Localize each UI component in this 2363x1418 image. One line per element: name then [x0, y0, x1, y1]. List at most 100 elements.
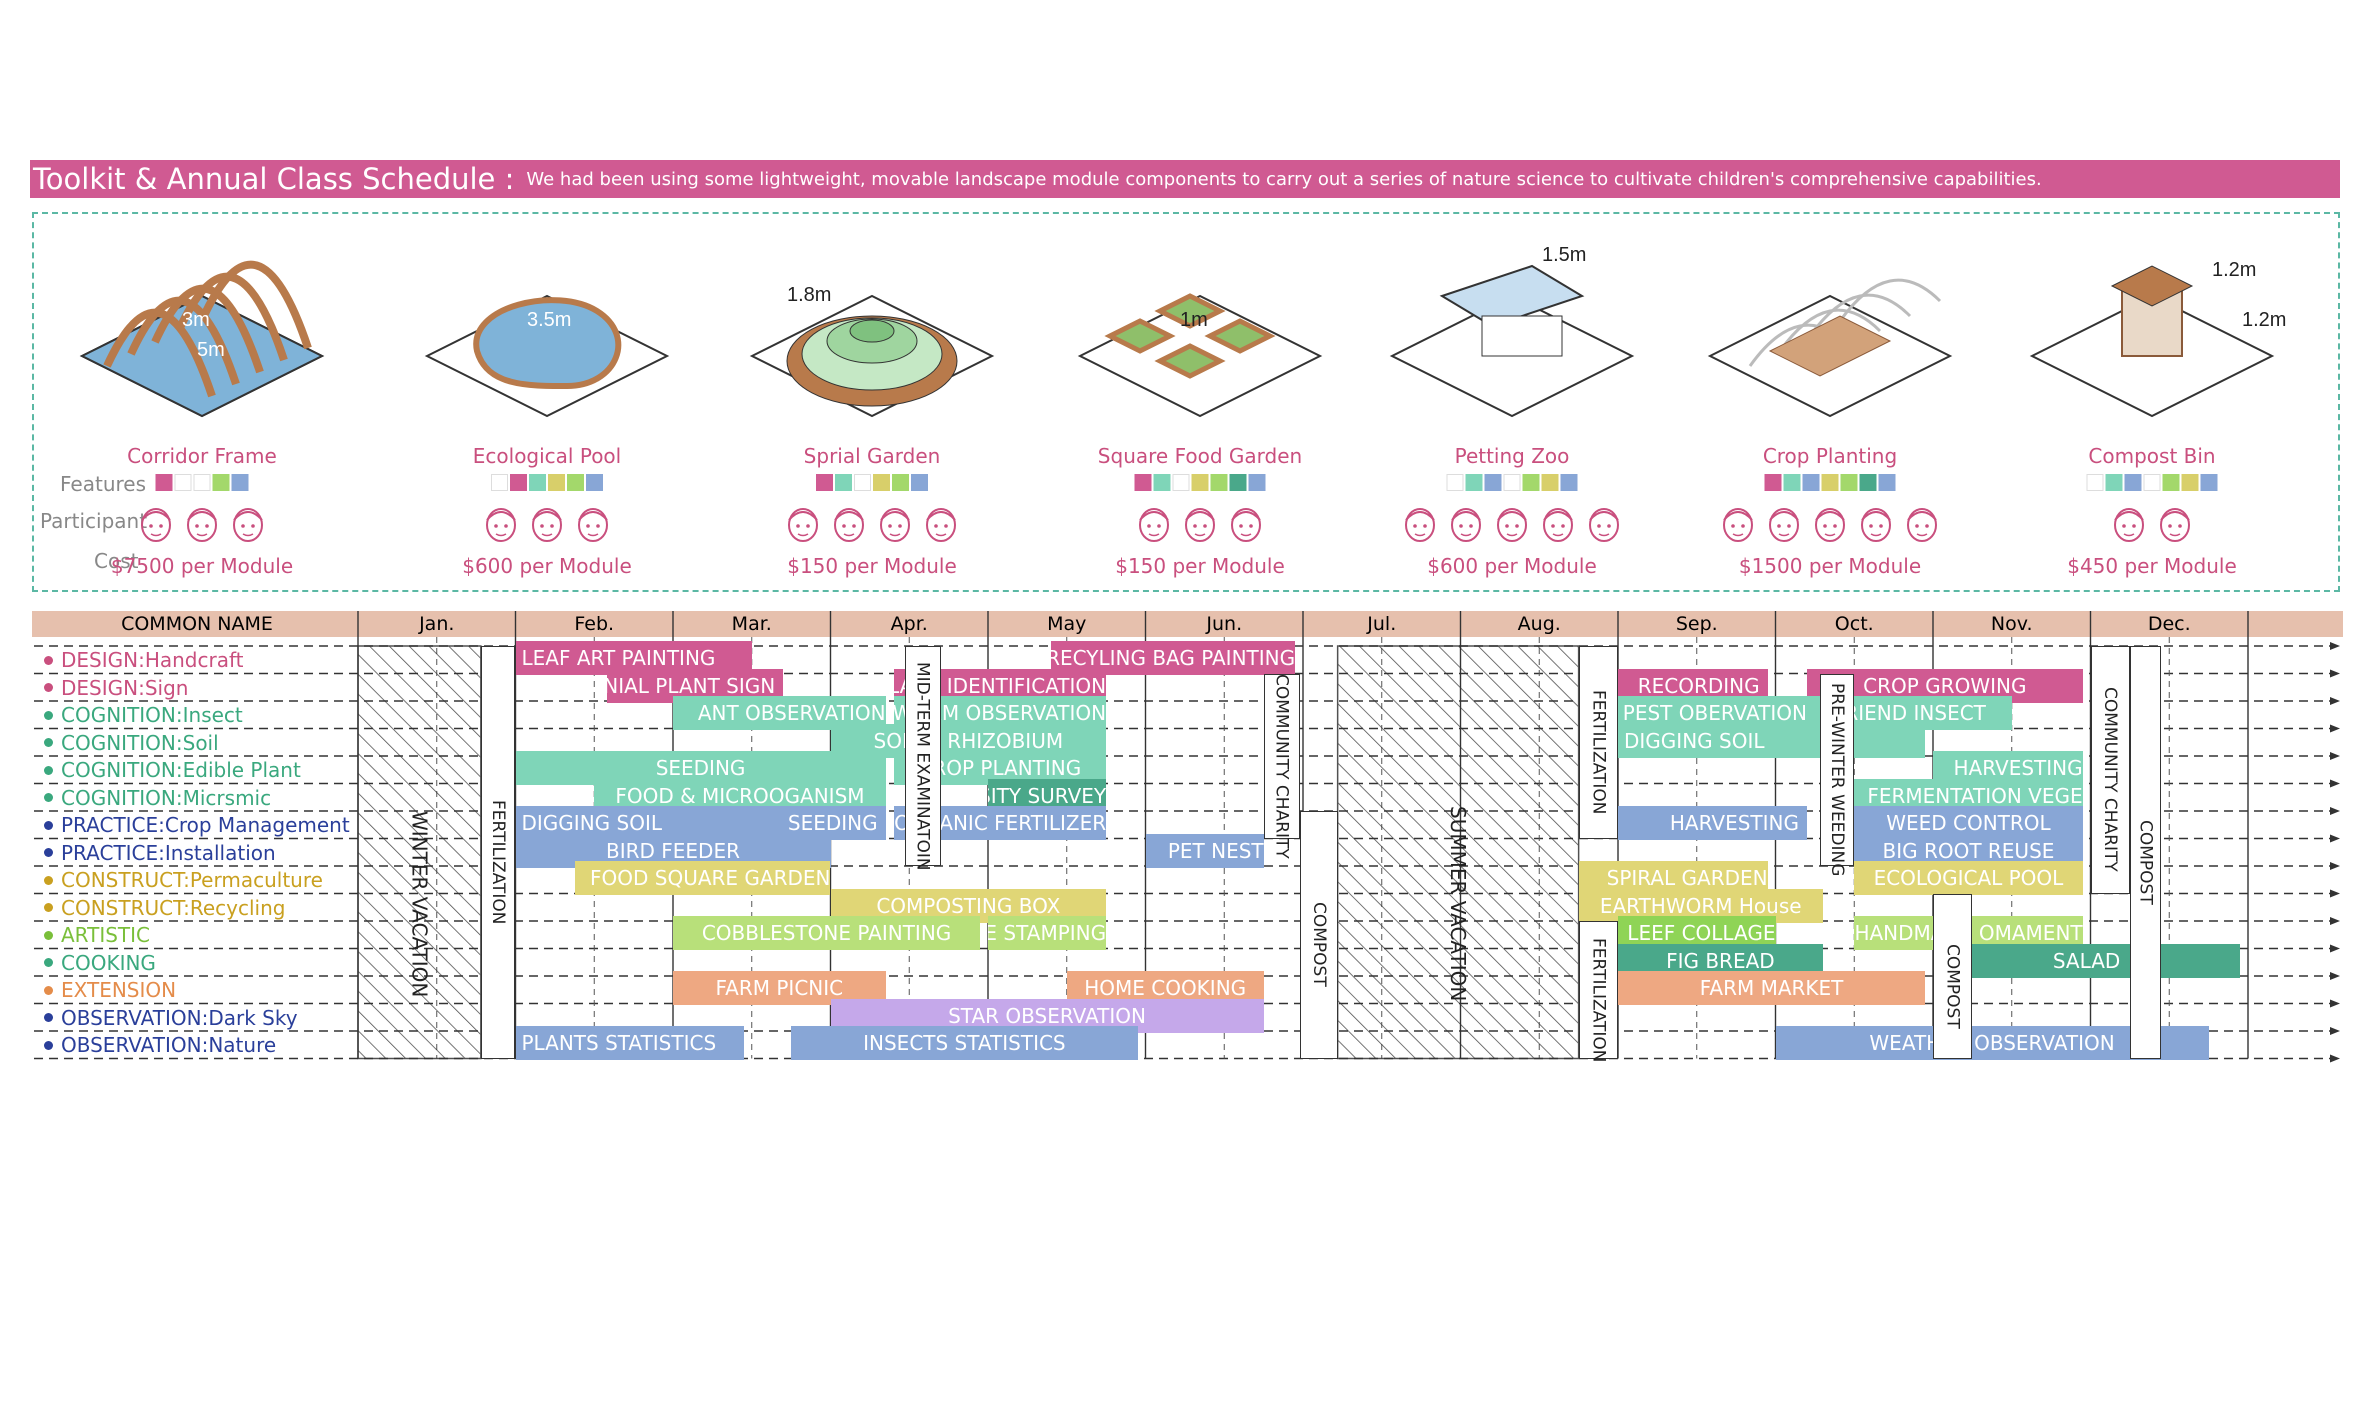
category-label: DESIGN:Handcraft — [44, 647, 244, 673]
activity-label: STAR OBSERVATION — [948, 1003, 1146, 1028]
toolkit-label-participant: Participant — [40, 509, 148, 533]
feature-swatch — [1134, 474, 1152, 491]
feature-swatch — [2181, 474, 2199, 491]
activity-label: WEED CONTROL — [1886, 811, 2051, 835]
vertical-event-label: MID-TERM EXAMINATOIN — [912, 661, 933, 871]
month-header: Jul. — [1367, 613, 1397, 635]
feature-swatch — [529, 474, 546, 491]
category-name: PRACTICE:Installation — [61, 840, 276, 865]
person-face-icon — [233, 508, 263, 542]
row-arrow-icon — [2330, 669, 2340, 678]
feature-swatch — [212, 474, 230, 491]
module-name: Ecological Pool — [472, 444, 622, 468]
activity-bar: RECYLING BAG PAINTING — [1051, 641, 1296, 675]
feature-swatch — [567, 474, 584, 491]
category-dot-icon — [44, 710, 53, 720]
activity-label: PLANT JUICE STAMPING — [988, 921, 1107, 945]
vertical-event-label: SUMMER VACATION — [1446, 806, 1471, 1002]
module-name: Petting Zoo — [1454, 444, 1570, 468]
person-face-icon — [788, 508, 818, 542]
person-face-icon — [578, 508, 608, 542]
toolkit-label-features: Features — [60, 472, 146, 496]
month-header: Dec. — [2147, 613, 2191, 635]
feature-swatch — [548, 474, 565, 491]
feature-swatches — [491, 474, 603, 491]
month-header: Jun. — [1206, 613, 1243, 635]
activity-label: FERMENTATION VEGE — [1867, 783, 2083, 808]
participant-icons — [1680, 500, 1980, 546]
participant-icons — [52, 500, 352, 546]
activity-bar: HARVESTING — [1618, 806, 1807, 840]
dimension-label: 1.8m — [787, 284, 831, 306]
module-cost: $450 per Module — [2067, 554, 2237, 578]
feature-swatch — [2162, 474, 2180, 491]
module-name: Crop Planting — [1762, 444, 1898, 468]
person-face-icon — [1451, 508, 1481, 542]
category-name: CONSTRUCT:Recycling — [61, 895, 286, 920]
category-dot-icon — [44, 985, 53, 995]
vertical-event-label: WINTER VACATION — [407, 810, 432, 997]
feature-swatch — [2124, 474, 2142, 491]
category-label: CONSTRUCT:Permaculture — [44, 867, 323, 893]
feature-swatch — [2086, 474, 2104, 491]
category-name: COGNITION:Soil — [61, 730, 219, 755]
feature-swatch — [1560, 474, 1578, 491]
activity-label: HARVESTING — [1953, 756, 2083, 780]
feature-swatch — [1172, 474, 1190, 491]
activity-label: PEST OBERVATION — [1622, 701, 1807, 725]
feature-swatches — [1446, 474, 1578, 491]
feature-swatches — [2086, 474, 2218, 491]
feature-swatch — [1465, 474, 1483, 491]
feature-swatch — [1484, 474, 1502, 491]
event-column — [904, 646, 941, 866]
module-name: Sprial Garden — [803, 444, 941, 468]
feature-swatch — [2200, 474, 2218, 491]
module-illustration: 1.5m — [1389, 244, 1635, 418]
category-dot-icon — [44, 930, 53, 940]
month-header: Jan. — [419, 613, 455, 635]
feature-swatch — [510, 474, 527, 491]
feature-swatch — [2143, 474, 2161, 491]
event-column — [480, 646, 516, 1059]
category-name: DESIGN:Handcraft — [61, 648, 244, 672]
row-arrow-icon — [2330, 779, 2340, 788]
event-column — [1299, 811, 1338, 1059]
category-label: OBSERVATION:Nature — [44, 1032, 276, 1058]
category-dot-icon — [44, 1040, 53, 1050]
activity-label: ANT OBSERVATION — [697, 701, 886, 725]
month-header: Sep. — [1675, 613, 1718, 635]
vacation-hatch — [1336, 645, 1580, 1060]
vertical-event-label: COMPOST — [2135, 819, 2156, 905]
feature-swatch — [911, 474, 928, 491]
category-name: COOKING — [61, 950, 156, 975]
feature-swatch — [1153, 474, 1171, 491]
activity-label: FIG BREAD — [1666, 948, 1775, 973]
row-arrow-icon — [2330, 889, 2340, 898]
row-arrow-icon — [2330, 999, 2340, 1008]
activity-label: CROP PLANTING — [918, 756, 1082, 780]
activity-label: DIGGING SOIL — [1624, 728, 1765, 753]
common-name-header: COMMON NAME — [121, 613, 273, 635]
feature-swatch — [1840, 474, 1858, 491]
module-illustration — [1707, 278, 1953, 418]
feature-swatch — [1859, 474, 1877, 491]
feature-swatch — [491, 474, 508, 491]
activity-bar: ECOLOGICAL POOL — [1854, 861, 2083, 895]
activity-label: SOIL & RHIZOBIUM — [873, 728, 1064, 753]
row-arrow-icon — [2330, 807, 2340, 815]
row-arrow-icon — [2330, 972, 2340, 980]
row-arrow-icon — [2330, 917, 2340, 925]
category-dot-icon — [44, 848, 53, 857]
row-arrow-icon — [2330, 1027, 2340, 1035]
category-dot-icon — [44, 683, 53, 692]
activity-label: WEATHER OBSERVATION — [1869, 1031, 2115, 1055]
activity-label: CROP GROWING — [1863, 673, 2027, 698]
module-illustration: 1.2m1.2m — [2029, 259, 2286, 418]
module-cost: $150 per Module — [787, 554, 957, 578]
feature-swatch — [1191, 474, 1209, 491]
module-cost: $1500 per Module — [1738, 554, 1922, 578]
activity-label: BIODIVERSITY SURVEY — [988, 783, 1107, 808]
activity-label: BIG ROOT REUSE — [1882, 838, 2055, 863]
